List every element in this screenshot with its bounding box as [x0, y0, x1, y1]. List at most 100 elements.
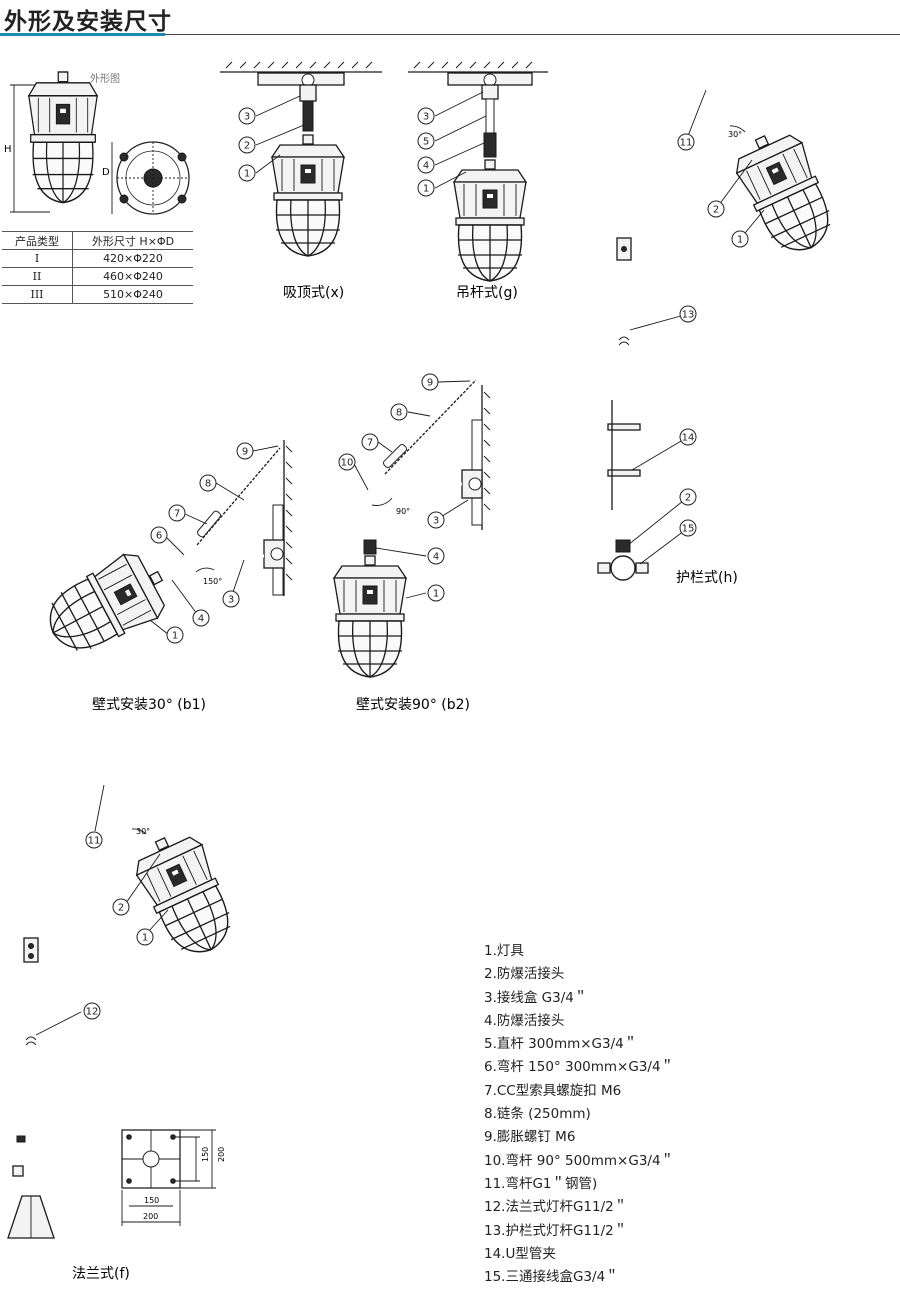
callout-11-text: 11	[88, 836, 101, 847]
dim-150-vertical: 150	[201, 1147, 210, 1162]
callout-1: 1	[427, 584, 445, 602]
wall-mount-30-b1: 150° 壁式安装30° (b1)	[35, 440, 293, 713]
callout-1: 1	[238, 164, 256, 182]
table-row: II 460×Φ240	[2, 267, 193, 286]
callout-11-text: 11	[680, 138, 693, 149]
table-cell-type: III	[2, 285, 73, 304]
legend-item: 4.防爆活接头	[484, 1012, 565, 1029]
callout-4-text: 4	[423, 161, 429, 172]
legend-item: 11.弯杆G1＂钢管)	[484, 1175, 598, 1192]
callout-4-text: 4	[433, 552, 439, 563]
title-accent-bar	[0, 33, 165, 36]
callout-13-text: 13	[682, 310, 695, 321]
callout-4: 4	[417, 156, 435, 174]
callout-10: 10	[338, 453, 356, 471]
dim-200-horizontal: 200	[143, 1212, 158, 1221]
angle-150: 150°	[203, 577, 222, 586]
caption-g: 吊杆式(g)	[456, 285, 518, 301]
callout-7: 7	[361, 433, 379, 451]
callout-2: 2	[238, 136, 256, 154]
callout-1-text: 1	[433, 589, 439, 600]
callout-1: 1	[136, 928, 154, 946]
callout-2: 2	[679, 488, 697, 506]
outline-drawing: H 外形图 D	[4, 71, 190, 215]
legend-item: 14.U型管夹	[484, 1245, 556, 1262]
table-row: III 510×Φ240	[2, 285, 193, 304]
callout-3: 3	[417, 107, 435, 125]
callout-1-text: 1	[244, 169, 250, 180]
pendant-rod-mount-g: 吊杆式(g)	[408, 61, 548, 301]
callout-11: 11	[677, 133, 695, 151]
callout-2-text: 2	[244, 141, 250, 152]
dim-200-vertical: 200	[217, 1147, 226, 1162]
callout-1-text: 1	[142, 933, 148, 944]
wall-mount-90-b2: 90° 壁式安装90° (b2)	[333, 379, 491, 713]
dim-D: D	[102, 167, 110, 178]
callout-6: 6	[150, 526, 168, 544]
callout-9-text: 9	[427, 378, 433, 389]
callout-5-text: 5	[423, 137, 429, 148]
callout-1: 1	[166, 626, 184, 644]
callout-7: 7	[168, 504, 186, 522]
dim-H: H	[4, 144, 12, 155]
callout-14: 14	[679, 428, 697, 446]
table-cell-size: 460×Φ240	[72, 267, 193, 286]
callout-1: 1	[731, 230, 749, 248]
legend-item: 13.护栏式灯杆G11/2＂	[484, 1222, 628, 1239]
callout-2-text: 2	[685, 493, 691, 504]
caption-b1: 壁式安装30° (b1)	[92, 697, 206, 713]
callout-12-text: 12	[86, 1007, 99, 1018]
callout-6-text: 6	[156, 531, 162, 542]
table-cell-size: 420×Φ220	[72, 249, 193, 268]
legend-item: 3.接线盒 G3/4＂	[484, 989, 588, 1006]
callout-12: 12	[83, 1002, 101, 1020]
railing-mount-h: 30° 护栏式(h)	[597, 59, 845, 586]
legend-item: 12.法兰式灯杆G11/2＂	[484, 1199, 628, 1216]
table-cell-type: II	[2, 267, 73, 286]
legend-item: 10.弯杆 90° 500mm×G3/4＂	[484, 1152, 675, 1169]
callout-7-text: 7	[174, 509, 180, 520]
ceiling-mount-x: 吸顶式(x)	[220, 61, 382, 301]
table-header-row: 产品类型 外形尺寸 H×ΦD	[2, 231, 193, 250]
caption-x: 吸顶式(x)	[283, 285, 344, 301]
flange-mount-f: 30° 法兰式(f) 150 200 150 200	[7, 771, 245, 1282]
callout-1-text: 1	[423, 184, 429, 195]
callout-3: 3	[427, 511, 445, 529]
table-cell-size: 510×Φ240	[72, 285, 193, 304]
legend-item: 5.直杆 300mm×G3/4＂	[484, 1036, 638, 1053]
table-cell-type: I	[2, 249, 73, 268]
callout-2: 2	[112, 898, 130, 916]
callout-3-text: 3	[433, 516, 439, 527]
callout-4: 4	[427, 547, 445, 565]
table-header-type: 产品类型	[2, 231, 73, 250]
callout-8-text: 8	[396, 408, 402, 419]
legend-item: 7.CC型索具螺旋扣 M6	[484, 1082, 622, 1099]
callout-8-text: 8	[205, 479, 211, 490]
callout-1-text: 1	[172, 631, 178, 642]
callout-9: 9	[236, 442, 254, 460]
callout-9: 9	[421, 373, 439, 391]
caption-h: 护栏式(h)	[676, 570, 738, 586]
callout-markers: 3 2 1 3 5 4 1 11 2 1 13 14 2 15 9 8 7 10…	[83, 107, 749, 1020]
callout-2-text: 2	[118, 903, 124, 914]
dimension-table: 产品类型 外形尺寸 H×ΦD I 420×Φ220 II 460×Φ240 II…	[2, 231, 193, 304]
callout-15: 15	[679, 519, 697, 537]
angle-90: 90°	[396, 507, 410, 516]
callout-10-text: 10	[341, 458, 354, 469]
legend-item: 1.灯具	[484, 943, 524, 959]
page-title: 外形及安装尺寸	[4, 9, 172, 35]
angle-30-h: 30°	[728, 130, 742, 139]
outline-label: 外形图	[90, 73, 120, 85]
callout-1-text: 1	[737, 235, 743, 246]
callout-4-text: 4	[198, 614, 204, 625]
callout-8: 8	[199, 474, 217, 492]
callout-3-text: 3	[244, 112, 250, 123]
callout-11: 11	[85, 831, 103, 849]
legend-item: 9.膨胀螺钉 M6	[484, 1129, 576, 1146]
title-divider	[0, 34, 900, 35]
legend-item: 2.防爆活接头	[484, 966, 565, 983]
callout-8: 8	[390, 403, 408, 421]
callout-3-text: 3	[228, 595, 234, 606]
callout-5: 5	[417, 132, 435, 150]
